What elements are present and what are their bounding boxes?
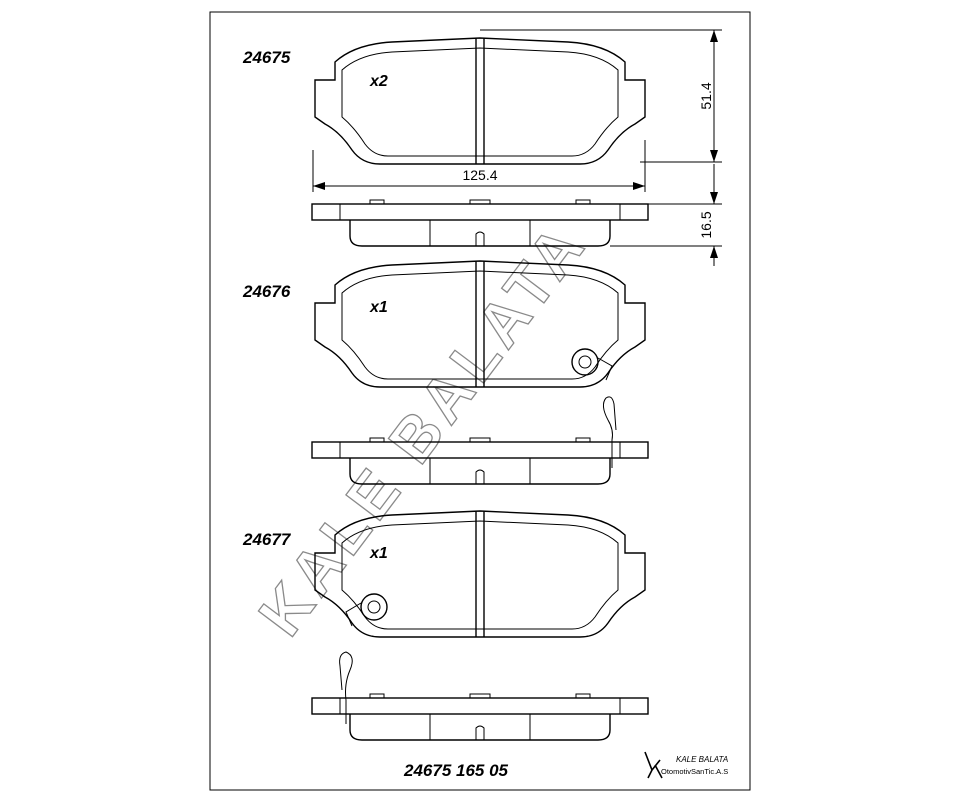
pad-3-face [314,510,646,638]
drawing-border [209,11,751,791]
part-number: 24675 165 05 [403,761,509,780]
pad-1-code: 24675 [242,48,291,67]
brand-logo [644,751,663,779]
pad-2-wear-sensor [571,348,617,468]
brand-company: OtomotivSanTic.A.S [661,767,728,776]
pad-3-code: 24677 [242,530,292,549]
pad-2-code: 24676 [242,282,291,301]
pad-2-qty: x1 [369,299,388,316]
dim-thickness: 16.5 [698,211,714,238]
pad-3-wear-sensor [339,593,388,724]
brand-name: KALE BALATA [676,755,728,764]
dim-width: 125.4 [462,167,497,183]
pad-1-qty: x2 [369,73,388,90]
dim-height: 51.4 [698,82,714,109]
dimension-lines [312,29,722,266]
pad-3-side [311,693,649,741]
pad-3-qty: x1 [369,545,388,562]
pad-1-face [314,37,646,165]
watermark-text: KALE BALATA [246,209,601,648]
pad-1-side [311,199,649,247]
